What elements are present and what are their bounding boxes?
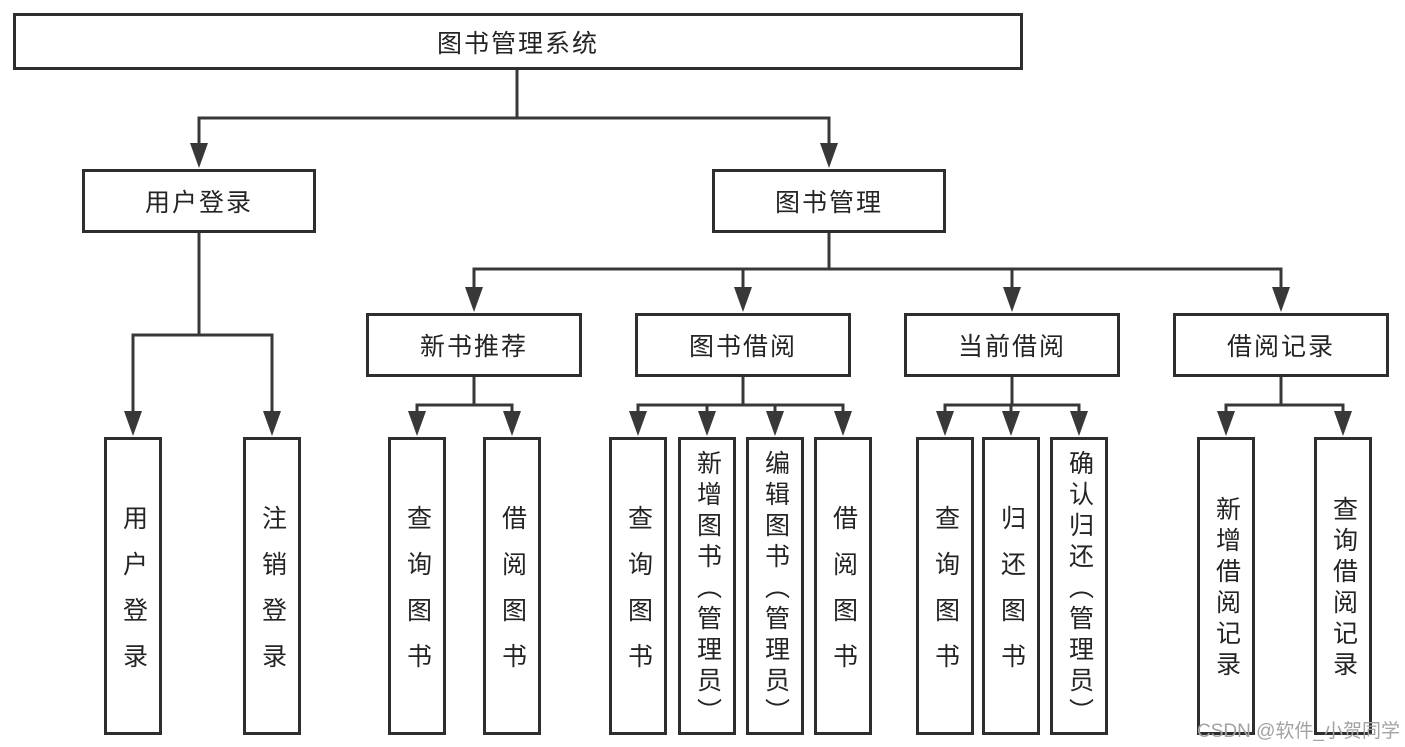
node-label: 图书管理系统 [436,29,599,58]
leaf-label: 查询图书 [624,504,653,689]
node-label: 当前借阅 [957,333,1066,361]
leaf-label: 归还图书 [997,504,1026,689]
leaf-query-book-current: 查询图书 [916,437,974,735]
node-label: 借阅记录 [1226,333,1335,361]
leaf-borrow-book-recommend: 借阅图书 [483,437,541,735]
node-label: 用户登录 [144,189,253,217]
leaf-label: 用户登录 [119,504,148,689]
leaf-query-book-borrow: 查询图书 [609,437,667,735]
leaf-label: 查询图书 [931,504,960,689]
leaf-label: 确认归还（管理员） [1065,449,1094,729]
leaf-label: 借阅图书 [498,504,527,689]
node-new-book-recommendation: 新书推荐 [366,313,582,377]
leaf-borrow-book: 借阅图书 [814,437,872,735]
node-user-login: 用户登录 [82,169,316,233]
leaf-query-book-recommend: 查询图书 [388,437,446,735]
node-book-borrowing: 图书借阅 [635,313,851,377]
leaf-label: 注销登录 [258,504,287,689]
node-label: 图书管理 [774,189,883,217]
leaf-logout-login: 注销登录 [243,437,301,735]
node-label: 新书推荐 [419,333,528,361]
node-book-management: 图书管理 [712,169,946,233]
leaf-add-borrow-record: 新增借阅记录 [1197,437,1255,735]
leaf-label: 新增图书（管理员） [693,449,722,729]
leaf-edit-book-admin: 编辑图书（管理员） [746,437,804,735]
leaf-user-login: 用户登录 [104,437,162,735]
leaf-add-book-admin: 新增图书（管理员） [678,437,736,735]
leaf-label: 查询图书 [403,504,432,689]
leaf-label: 新增借阅记录 [1212,496,1241,682]
node-current-borrowing: 当前借阅 [904,313,1120,377]
leaf-label: 借阅图书 [829,504,858,689]
node-library-system: 图书管理系统 [13,13,1023,70]
leaf-label: 编辑图书（管理员） [761,449,790,729]
leaf-return-book: 归还图书 [982,437,1040,735]
leaf-confirm-return-admin: 确认归还（管理员） [1050,437,1108,735]
node-borrowing-record: 借阅记录 [1173,313,1389,377]
watermark: CSDN @软件_小贺同学 [1197,721,1400,742]
leaf-label: 查询借阅记录 [1329,496,1358,682]
leaf-query-borrow-record: 查询借阅记录 [1314,437,1372,735]
node-label: 图书借阅 [688,333,797,361]
